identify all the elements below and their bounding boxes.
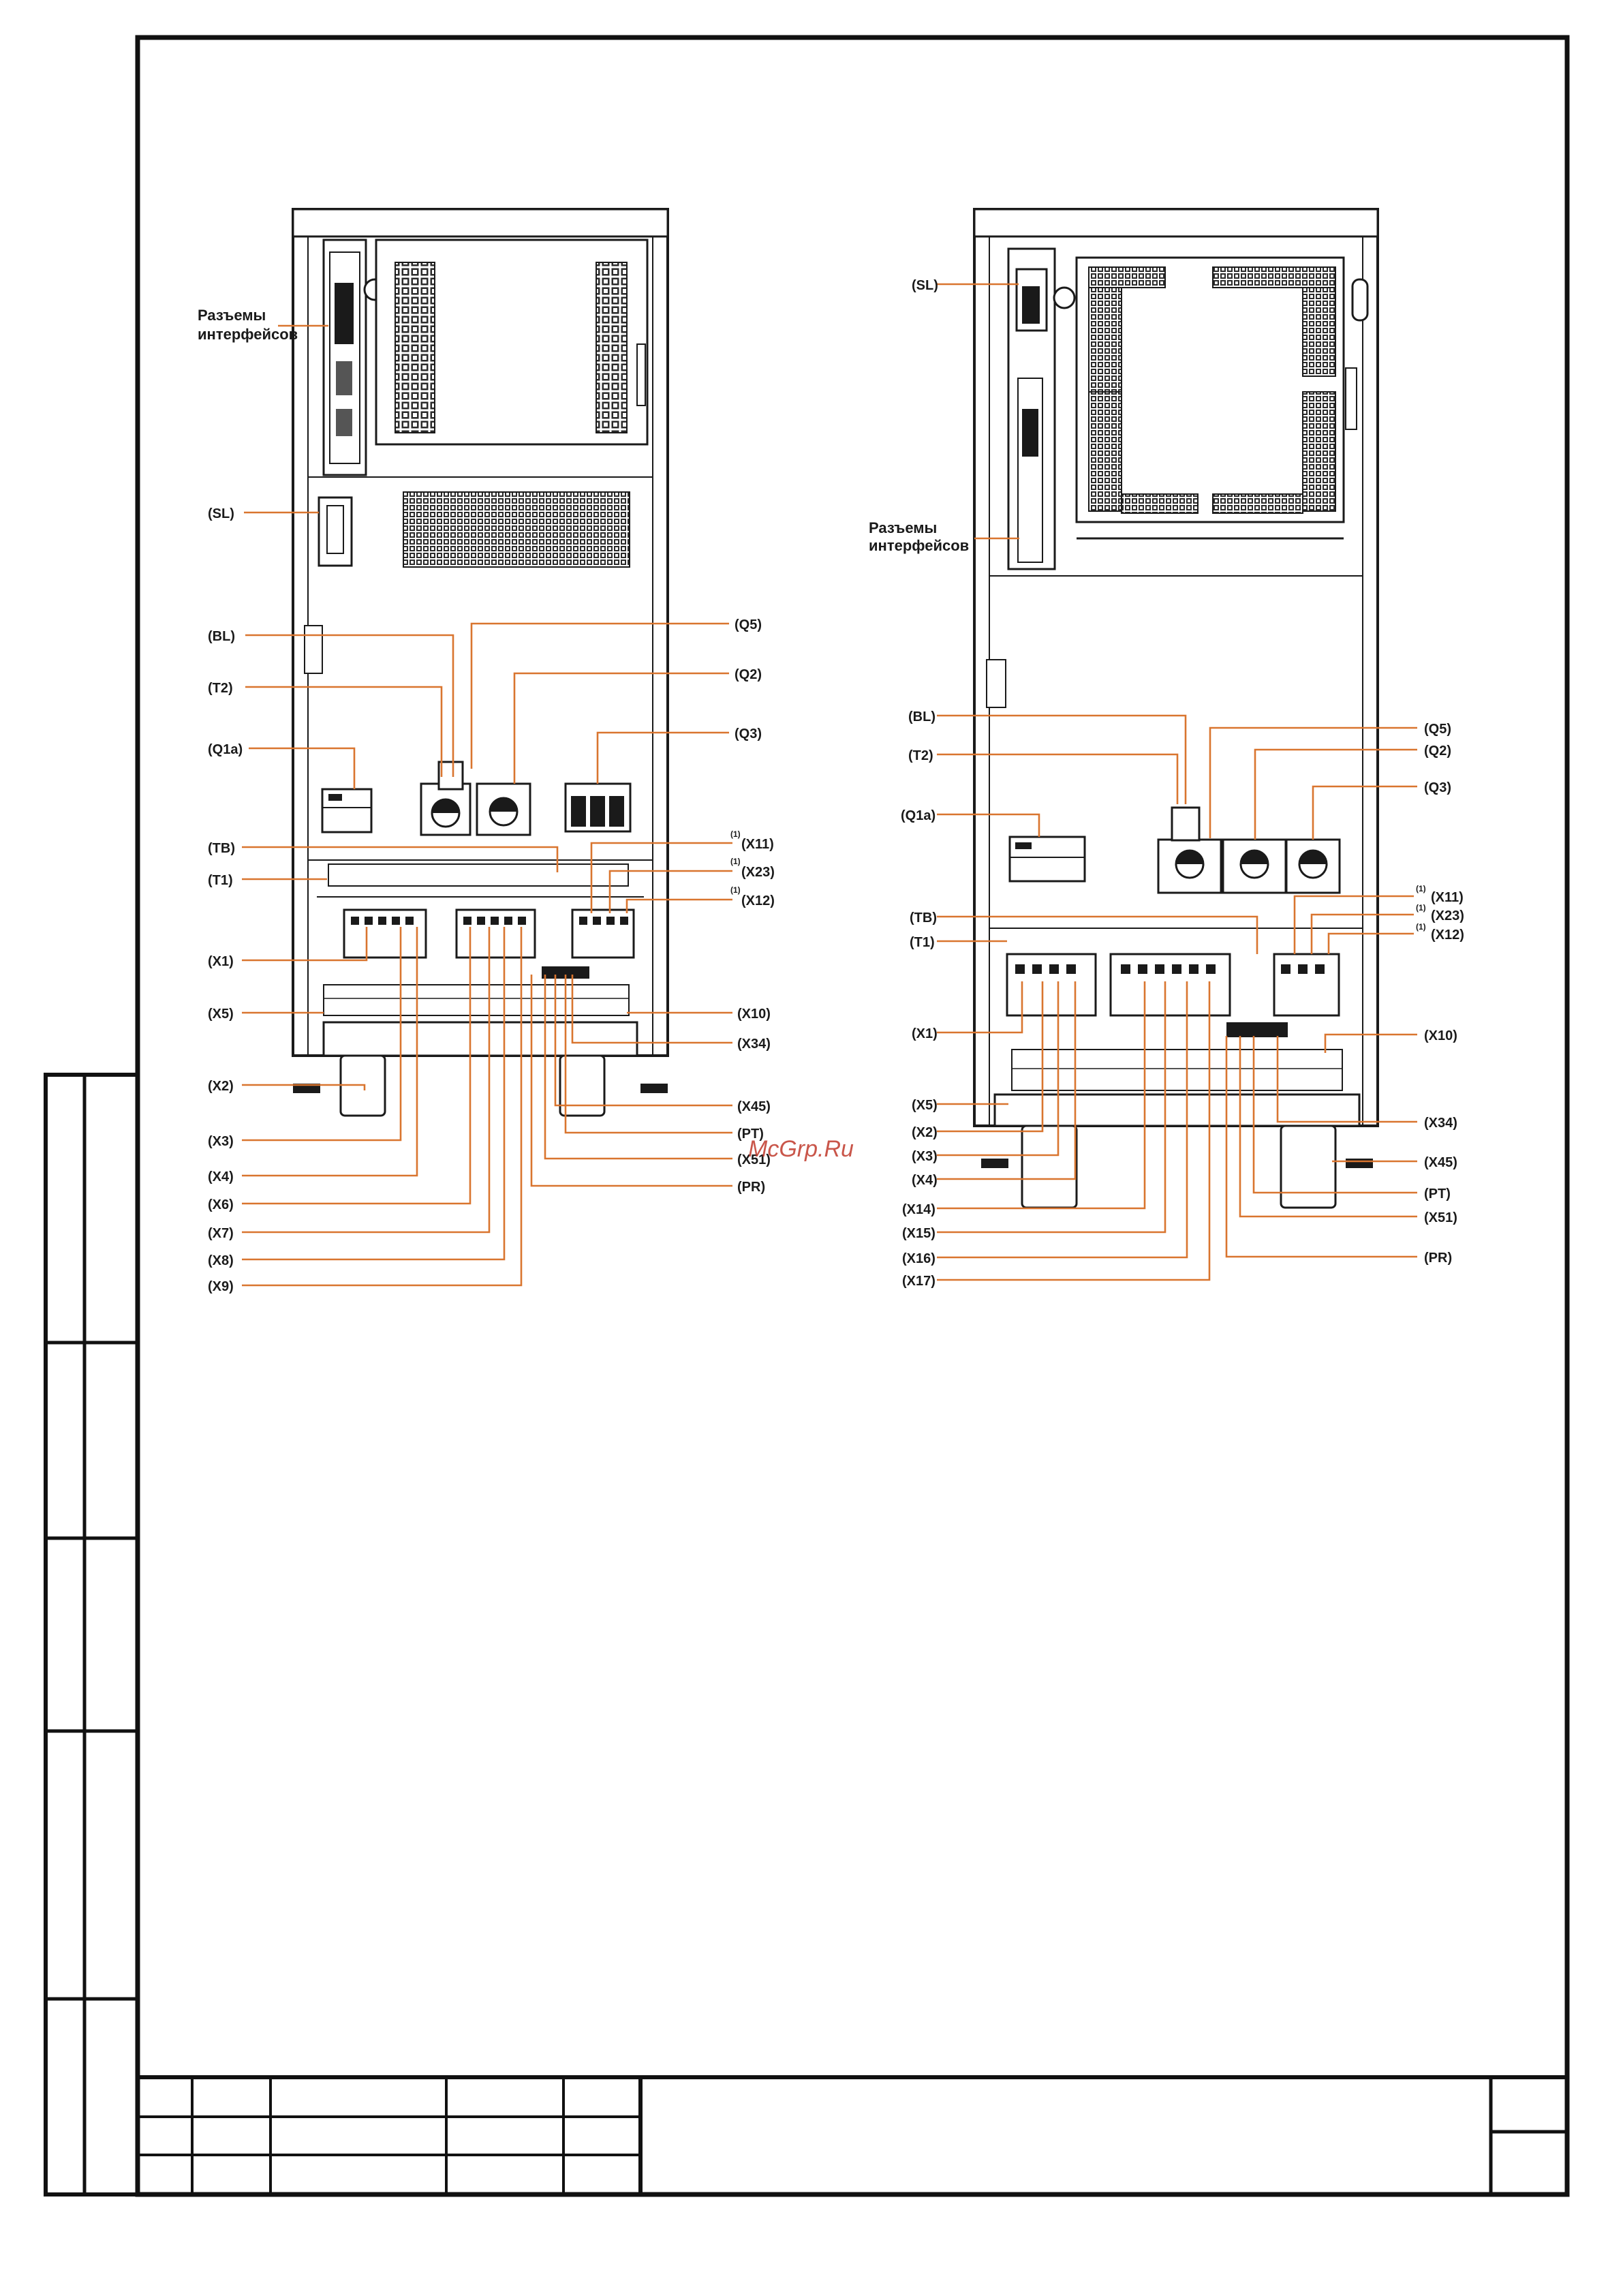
right-label-x34: (X34) — [1424, 1116, 1457, 1131]
left-label-t2: (T2) — [208, 681, 233, 696]
left-label-x7: (X7) — [208, 1226, 234, 1241]
right-label-x51: (X51) — [1424, 1210, 1457, 1225]
left-label-x3: (X3) — [208, 1134, 234, 1149]
right-label-x1: (X1) — [912, 1026, 938, 1041]
left-label-pt: (PT) — [737, 1127, 764, 1142]
right-label-x5: (X5) — [912, 1098, 938, 1113]
right-label-x3: (X3) — [912, 1149, 938, 1164]
left-label-x12: (X12) — [741, 893, 775, 908]
left-label-x10: (X10) — [737, 1007, 771, 1022]
right-label-pt: (PT) — [1424, 1187, 1451, 1201]
right-footnote-x11: (1) — [1416, 884, 1426, 893]
left-label-x6: (X6) — [208, 1197, 234, 1212]
left-label-x4: (X4) — [208, 1169, 234, 1184]
left-label-q2: (Q2) — [735, 667, 762, 682]
right-label-q3: (Q3) — [1424, 780, 1451, 795]
left-label-pr: (PR) — [737, 1180, 765, 1195]
left-label-q1a: (Q1a) — [208, 742, 243, 757]
right-interface-label-line1: Разъемы — [869, 519, 937, 536]
right-label-x17: (X17) — [902, 1274, 936, 1289]
right-label-sl: (SL) — [912, 278, 938, 293]
left-label-x5: (X5) — [208, 1007, 234, 1022]
right-label-x4: (X4) — [912, 1173, 938, 1188]
right-label-x16: (X16) — [902, 1251, 936, 1266]
left-footnote-x23: (1) — [730, 857, 741, 866]
left-leader-lines — [242, 324, 732, 1287]
left-interface-label-line2: интерфейсов — [198, 326, 298, 343]
right-label-x12: (X12) — [1431, 928, 1464, 943]
right-unit-labels: (SL) Разъемы интерфейсов (BL) (T2) (Q1a)… — [869, 278, 1464, 1289]
left-label-sl: (SL) — [208, 506, 234, 521]
right-label-x2: (X2) — [912, 1125, 938, 1140]
left-label-x1: (X1) — [208, 954, 234, 969]
drawing-frame — [44, 35, 1570, 2197]
left-label-t1: (T1) — [208, 873, 233, 888]
left-label-x34: (X34) — [737, 1037, 771, 1052]
right-label-x10: (X10) — [1424, 1028, 1457, 1043]
right-label-x23: (X23) — [1431, 908, 1464, 923]
right-leader-lines — [937, 283, 1417, 1281]
left-label-x2: (X2) — [208, 1079, 234, 1094]
left-label-bl: (BL) — [208, 629, 235, 644]
right-label-t1: (T1) — [910, 935, 935, 950]
left-interface-label-line1: Разъемы — [198, 307, 266, 324]
right-label-q5: (Q5) — [1424, 722, 1451, 737]
right-label-bl: (BL) — [908, 709, 936, 724]
right-interface-label-line2: интерфейсов — [869, 537, 969, 554]
right-label-x45: (X45) — [1424, 1155, 1457, 1170]
left-label-q3: (Q3) — [735, 726, 762, 741]
right-label-q2: (Q2) — [1424, 744, 1451, 759]
left-label-x23: (X23) — [741, 865, 775, 880]
left-unit-labels: Разъемы интерфейсов (SL) (BL) (T2) (Q1a)… — [198, 307, 775, 1294]
left-footnote-x12: (1) — [730, 885, 741, 895]
left-label-x45: (X45) — [737, 1099, 771, 1114]
left-footnote-x11: (1) — [730, 829, 741, 839]
left-label-x9: (X9) — [208, 1279, 234, 1294]
watermark-text: McGrp.Ru — [748, 1136, 854, 1162]
right-label-pr: (PR) — [1424, 1251, 1452, 1266]
left-label-x51: (X51) — [737, 1152, 771, 1167]
left-label-x8: (X8) — [208, 1253, 234, 1268]
left-cabinet-drawing — [292, 208, 669, 1117]
right-label-x11: (X11) — [1431, 890, 1464, 905]
left-label-q5: (Q5) — [735, 617, 762, 632]
right-label-tb: (TB) — [910, 910, 937, 925]
right-label-x15: (X15) — [902, 1226, 936, 1241]
right-label-q1a: (Q1a) — [901, 808, 936, 823]
right-cabinet-drawing — [973, 208, 1379, 1209]
left-label-x11: (X11) — [741, 837, 774, 852]
left-label-tb: (TB) — [208, 841, 235, 856]
right-label-t2: (T2) — [908, 748, 933, 763]
right-footnote-x12: (1) — [1416, 922, 1426, 932]
right-footnote-x23: (1) — [1416, 903, 1426, 913]
right-label-x14: (X14) — [902, 1202, 936, 1217]
